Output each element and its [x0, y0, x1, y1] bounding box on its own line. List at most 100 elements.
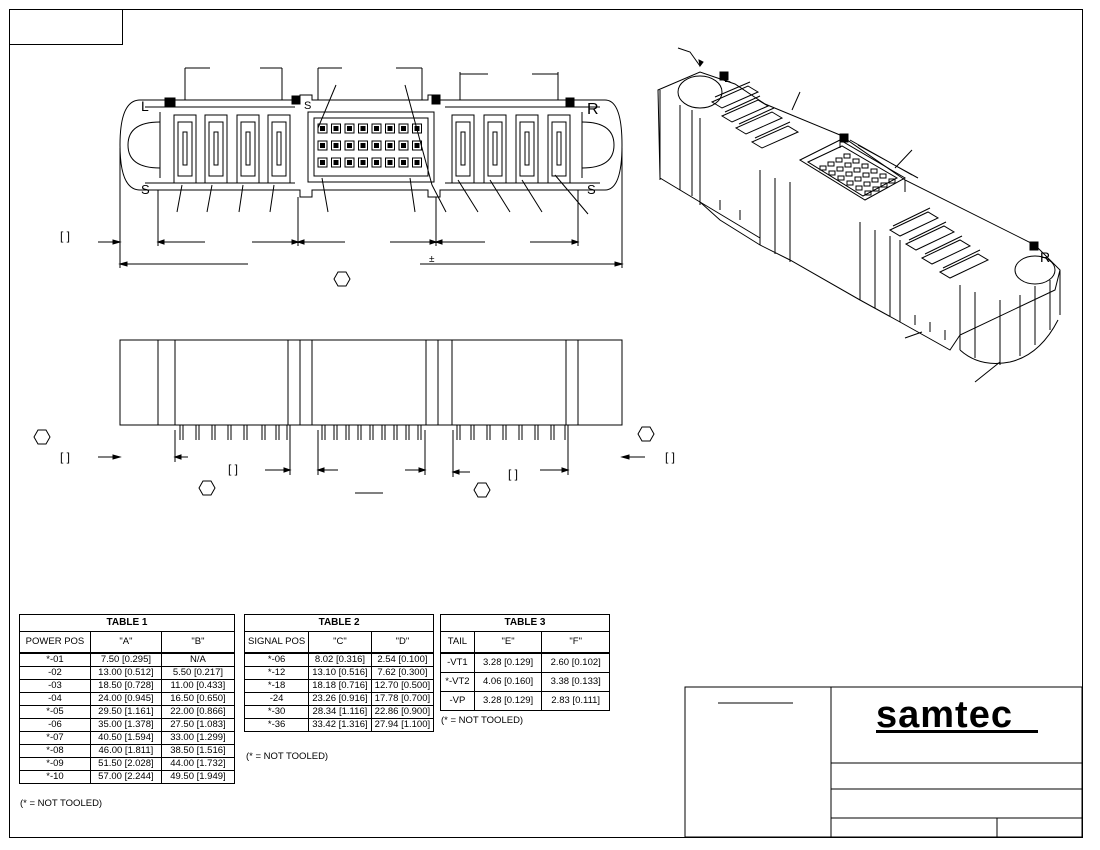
iso-signal-contact [888, 178, 896, 184]
drawing-border [9, 9, 1083, 838]
table2-header-0: SIGNAL POS [243, 631, 310, 654]
table-cell: 7.50 [0.295] [89, 652, 162, 667]
table-cell: 24.00 [0.945] [89, 692, 162, 706]
table-cell: 57.00 [2.244] [89, 770, 162, 784]
signal-contact-cell [358, 123, 368, 134]
signal-contact-cell [398, 123, 409, 134]
table-cell: 4.06 [0.160] [473, 672, 543, 692]
signal-contact-cell [358, 157, 368, 168]
iso-signal-contact [880, 182, 888, 188]
table3-header-0: TAIL [440, 631, 475, 654]
table3-header-1: "E" [473, 631, 543, 654]
table-cell: -VP [440, 691, 475, 711]
signal-contact-pin [401, 143, 406, 148]
signal-contact-pin [374, 160, 379, 165]
iso-signal-contact [854, 176, 862, 182]
iso-signal-contact [843, 153, 851, 159]
table-cell: 8.02 [0.316] [308, 652, 372, 667]
table2-header-2: "D" [370, 631, 435, 654]
signal-contact-pin [333, 160, 339, 165]
table-cell: 49.50 [1.949] [160, 770, 236, 784]
table-cell: *-09 [19, 757, 91, 771]
signal-contact-pin [320, 160, 325, 165]
pol-mark-right: R [587, 101, 599, 118]
table-cell: 22.86 [0.900] [370, 705, 435, 719]
logo-underline [876, 730, 1038, 733]
table1-header-1: "A" [89, 631, 162, 654]
signal-contact-pin [360, 143, 366, 148]
signal-contact-cell [412, 157, 422, 168]
table-cell: 13.10 [0.516] [308, 666, 372, 680]
table-2-note: (* = NOT TOOLED) [246, 751, 329, 762]
iso-signal-grid [819, 153, 896, 196]
signal-contact-cell [385, 123, 395, 134]
table-cell: 12.70 [0.500] [370, 679, 435, 693]
signal-contact-cell [344, 157, 355, 168]
iso-signal-contact [828, 170, 836, 176]
table-cell: *-06 [243, 652, 310, 667]
table-cell: -VT1 [440, 652, 475, 673]
signal-contact-cell [398, 157, 409, 168]
iso-signal-contact [846, 180, 854, 186]
s-mark-2: S [304, 100, 311, 112]
table-cell: *-10 [19, 770, 91, 784]
dim-bracket-side-mid: [ ] [228, 462, 239, 476]
table2-header-1: "C" [308, 631, 372, 654]
iso-signal-contact [861, 163, 869, 169]
table-cell: 11.00 [0.433] [160, 679, 236, 693]
dim-bracket-top-left: [ ] [60, 229, 71, 243]
signal-contact-cell [331, 140, 341, 151]
iso-signal-contact [835, 157, 843, 163]
tail-pins [179, 425, 569, 440]
table-cell: 17.78 [0.700] [370, 692, 435, 706]
signal-contact-pin [360, 160, 366, 165]
table-cell: 46.00 [1.811] [89, 744, 162, 758]
signal-contact-pin [387, 160, 393, 165]
table-cell: *-36 [243, 718, 310, 732]
table-cell: 5.50 [0.217] [160, 666, 236, 680]
iso-signal-contact [870, 168, 878, 174]
signal-contact-cell [331, 123, 341, 134]
signal-contact-cell [371, 123, 382, 134]
signal-contact-cell [385, 140, 395, 151]
dim-bracket-side-right: [ ] [508, 467, 519, 481]
signal-contact-pin [414, 160, 420, 165]
signal-contact-pin [320, 126, 325, 131]
signal-contact-pin [347, 126, 352, 131]
table-cell: 2.60 [0.102] [541, 652, 610, 673]
table-cell: 2.83 [0.111] [541, 691, 610, 711]
isometric-view: L R [657, 47, 1061, 383]
table-cell: N/A [160, 652, 236, 667]
table-cell: 18.50 [0.728] [89, 679, 162, 693]
signal-contact-cell [344, 123, 355, 134]
table-cell: -02 [19, 666, 91, 680]
iso-signal-contact [844, 162, 852, 168]
table-cell: *-18 [243, 679, 310, 693]
iso-signal-contact [864, 190, 872, 196]
table-cell: 33.00 [1.299] [160, 731, 236, 745]
signal-contact-cell [317, 123, 328, 134]
signal-contact-pin [387, 143, 393, 148]
signal-contact-pin [414, 143, 420, 148]
signal-contact-grid [317, 123, 422, 168]
table-cell: 16.50 [0.650] [160, 692, 236, 706]
table1-header-0: POWER POS [19, 631, 91, 654]
table-cell: 27.94 [1.100] [370, 718, 435, 732]
signal-contact-pin [333, 143, 339, 148]
table-cell: *-12 [243, 666, 310, 680]
table-cell: 27.50 [1.083] [160, 718, 236, 732]
table-cell: 7.62 [0.300] [370, 666, 435, 680]
iso-signal-contact [827, 161, 835, 167]
s-mark-3: S [587, 182, 596, 197]
dim-bracket-side-left: [ ] [60, 450, 71, 464]
table-1-title: TABLE 1 [19, 614, 235, 632]
